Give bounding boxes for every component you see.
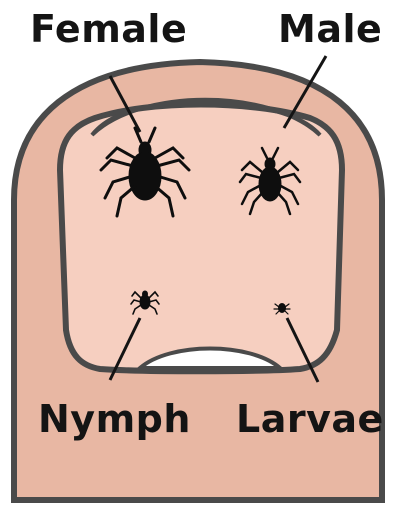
female-label: Female [30,10,187,48]
male-label: Male [278,10,382,48]
nymph-label: Nymph [38,400,191,438]
nail-bed [60,105,342,372]
larvae-label: Larvae [236,400,384,438]
